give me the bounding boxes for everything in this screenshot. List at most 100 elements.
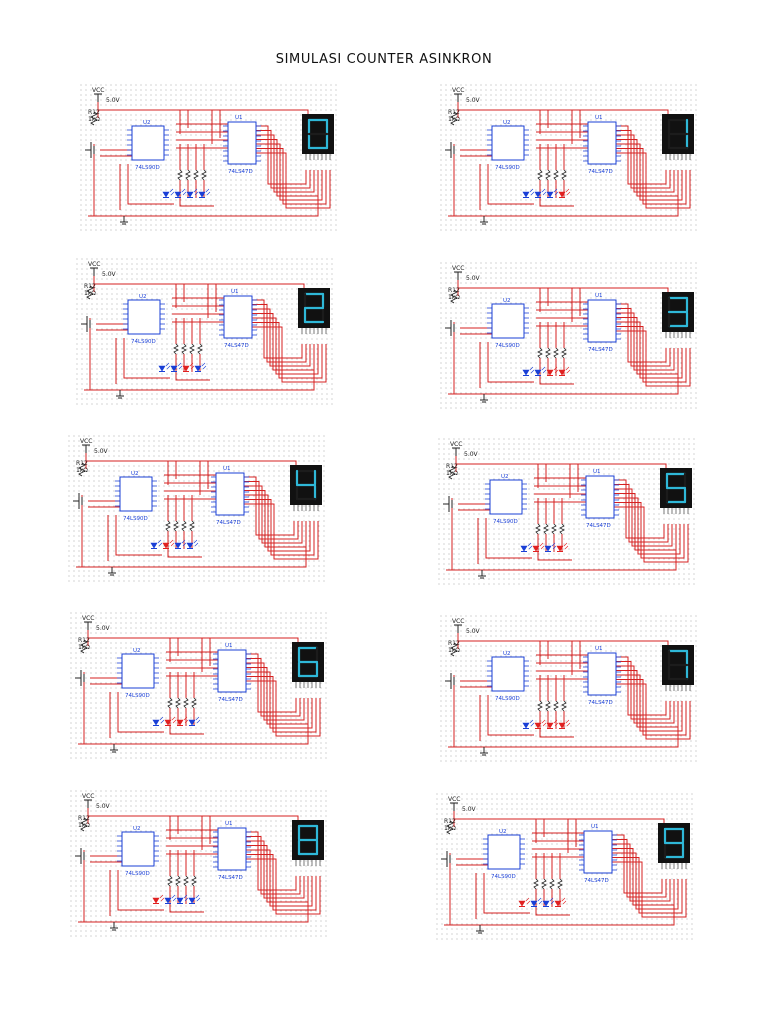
led-resistor: [561, 347, 567, 359]
led-3: [546, 719, 559, 729]
resistor-value-label: 1kΩ: [88, 116, 100, 123]
seven-segment-display: [658, 823, 690, 869]
seven-segment-display: [302, 114, 334, 160]
decoder-part-label: 74LS47D: [228, 169, 253, 175]
led-4: [198, 188, 211, 198]
led-resistor: [177, 169, 183, 181]
led-2: [164, 716, 177, 726]
switch-icon: [443, 496, 453, 512]
resistor-r12: [85, 285, 95, 300]
led-1: [522, 188, 535, 198]
seven-segment-display: [662, 645, 694, 691]
led-3: [546, 188, 559, 198]
resistor-r12: [445, 820, 455, 835]
vcc-label: VCC: [452, 618, 464, 625]
decoder-part-label: 74LS47D: [224, 343, 249, 349]
led-resistor: [545, 347, 551, 359]
counter-part-label: 74LS90D: [495, 343, 520, 349]
led-resistor: [185, 169, 191, 181]
counter-ref-label: U2: [139, 294, 147, 300]
ground-icon: [110, 744, 118, 753]
led-1: [150, 539, 163, 549]
resistor-value-label: 1kΩ: [448, 294, 460, 301]
vcc-value: 5.0V: [96, 803, 111, 810]
grid-background: [440, 262, 698, 410]
decoder-part-label: 74LS47D: [588, 700, 613, 706]
resistor-value-label: 1kΩ: [76, 467, 88, 474]
resistor-r12: [79, 817, 89, 832]
counter-ref-label: U2: [133, 648, 141, 654]
vcc-value: 5.0V: [466, 275, 481, 282]
led-resistor: [191, 875, 197, 887]
resistor-ref-label: R12: [88, 109, 100, 116]
decoder-ref-label: U1: [595, 293, 603, 299]
led-resistor: [191, 697, 197, 709]
led-2: [532, 542, 545, 552]
counter-ref-label: U2: [131, 471, 139, 477]
seven-segment-display: [298, 288, 330, 334]
switch-icon: [441, 851, 451, 867]
led-resistor: [167, 875, 173, 887]
led-3: [544, 542, 557, 552]
switch-icon: [75, 670, 85, 686]
seven-segment-display: [660, 468, 692, 514]
resistor-r12: [449, 642, 459, 657]
led-resistor: [165, 520, 171, 532]
vcc-label: VCC: [452, 265, 464, 272]
led-2: [170, 362, 183, 372]
decoder-ref-label: U1: [595, 115, 603, 121]
ground-icon: [110, 922, 118, 931]
led-4: [558, 719, 571, 729]
page-title: SIMULASI COUNTER ASINKRON: [275, 52, 493, 67]
vcc-label: VCC: [450, 441, 462, 448]
switch-icon: [445, 320, 455, 336]
led-resistor: [167, 697, 173, 709]
led-resistor: [559, 523, 565, 535]
led-resistor: [553, 700, 559, 712]
ground-icon: [480, 747, 488, 756]
led-3: [542, 897, 555, 907]
wires: [448, 102, 691, 217]
resistor-value-label: 1kΩ: [448, 116, 460, 123]
led-3: [174, 539, 187, 549]
led-resistor: [537, 347, 543, 359]
seven-segment-display: [662, 292, 694, 338]
led-resistor: [549, 878, 555, 890]
decoder-part-label: 74LS47D: [584, 878, 609, 884]
vcc-value: 5.0V: [466, 97, 481, 104]
ground-icon: [478, 570, 486, 579]
decoder-ref-label: U1: [223, 466, 231, 472]
vcc-value: 5.0V: [94, 448, 109, 455]
led-2: [174, 188, 187, 198]
counter-part-label: 74LS90D: [493, 519, 518, 525]
led-2: [162, 539, 175, 549]
led-resistor: [175, 697, 181, 709]
led-resistor: [175, 875, 181, 887]
resistor-ref-label: R12: [448, 109, 460, 116]
decoder-ref-label: U1: [225, 643, 233, 649]
led-resistor: [189, 520, 195, 532]
ground-icon: [480, 394, 488, 403]
wires: [444, 811, 687, 926]
led-4: [556, 542, 569, 552]
counter-part-label: 74LS90D: [135, 165, 160, 171]
seven-segment-display: [292, 642, 324, 688]
led-resistor: [541, 878, 547, 890]
vcc-label: VCC: [452, 87, 464, 94]
decoder-part-label: 74LS47D: [586, 523, 611, 529]
